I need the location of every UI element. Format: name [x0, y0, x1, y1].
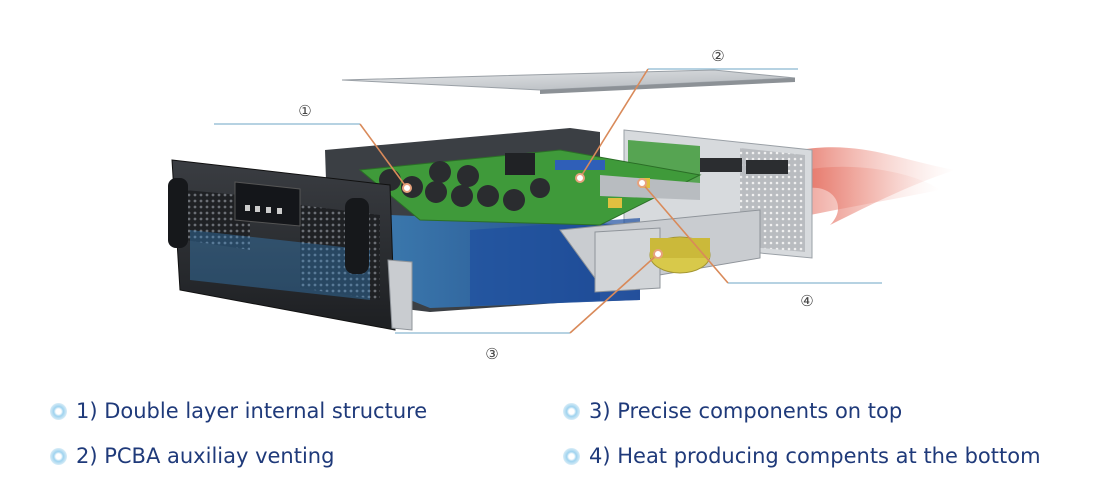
- right-handle: [345, 198, 369, 274]
- callout-number-1: ①: [298, 102, 311, 120]
- marker-dot-1: [402, 183, 412, 193]
- legend-text-3: 3) Precise components on top: [589, 399, 903, 423]
- bullet-dot-icon: [563, 447, 580, 465]
- left-handle: [168, 178, 188, 248]
- callout-number-3: ③: [485, 345, 498, 363]
- capacitor-bank: [379, 161, 550, 211]
- main-pcb: [358, 149, 702, 226]
- heat-exhaust-plume: [800, 147, 955, 225]
- marker-dot-4: [637, 178, 647, 188]
- leader-endpoints: [402, 173, 663, 259]
- marker-dot-2: [575, 173, 585, 183]
- legend-text-1: 1) Double layer internal structure: [76, 399, 428, 423]
- legend-text-2: 2) PCBA auxiliay venting: [76, 444, 335, 468]
- bullet-dot-icon: [50, 402, 67, 420]
- exploded-chassis-diagram: ① ② ③ ④: [168, 47, 955, 363]
- legend-item-4: 4) Heat producing compents at the bottom: [563, 444, 1041, 468]
- front-panel: [168, 159, 413, 331]
- legend-text-4: 4) Heat producing compents at the bottom: [589, 444, 1041, 468]
- bullet-dot-icon: [563, 402, 580, 420]
- legend-item-3: 3) Precise components on top: [563, 399, 902, 423]
- legend-item-2: 2) PCBA auxiliay venting: [50, 444, 334, 468]
- marker-dot-3: [653, 249, 663, 259]
- front-display-window: [234, 181, 301, 227]
- leader-lines: [359, 68, 729, 334]
- callout-number-2: ②: [711, 47, 724, 65]
- bullet-dot-icon: [50, 447, 67, 465]
- legend-item-1: 1) Double layer internal structure: [50, 399, 427, 423]
- callout-number-4: ④: [800, 292, 813, 310]
- top-cover-plate: [341, 69, 796, 91]
- top-cover-edge: [540, 78, 795, 94]
